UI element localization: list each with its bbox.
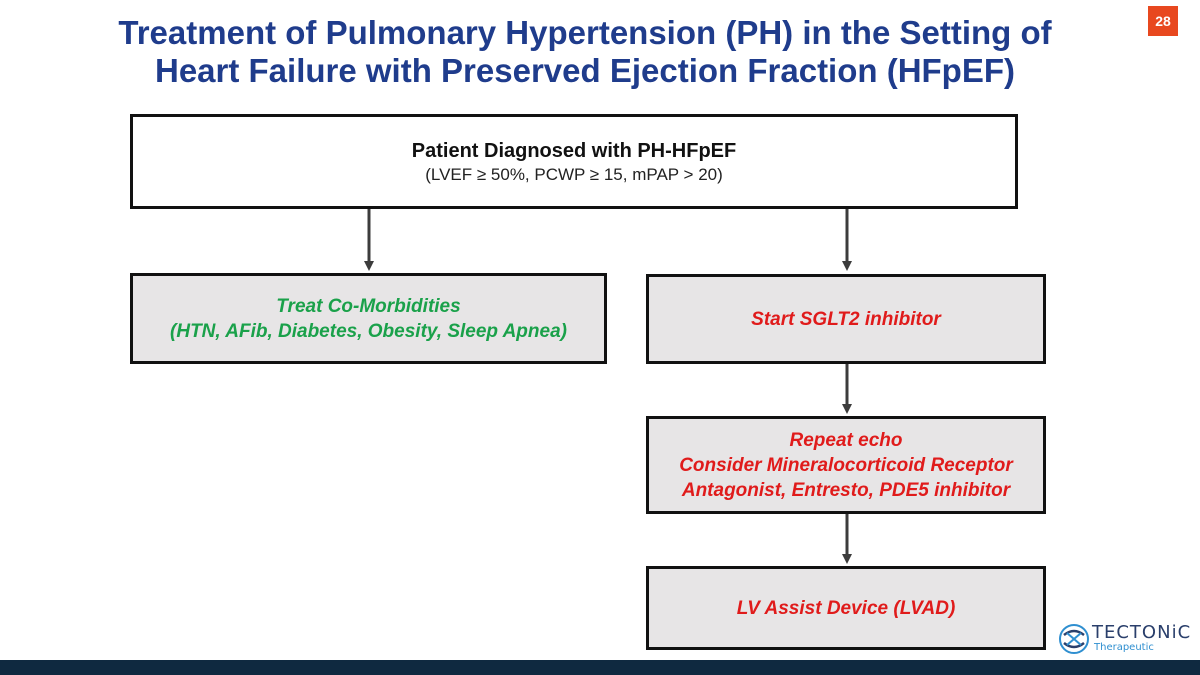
echo-line-2: Consider Mineralocorticoid Receptor [679,454,1013,476]
sglt2-text: Start SGLT2 inhibitor [751,308,941,330]
logo-emblem-icon [1059,624,1089,654]
node-repeat-echo: Repeat echo Consider Mineralocorticoid R… [646,416,1046,514]
slide-title-line-2: Heart Failure with Preserved Ejection Fr… [154,52,1015,89]
diagnosis-heading: Patient Diagnosed with PH-HFpEF [411,139,737,162]
comorbidities-line-1: Treat Co-Morbidities [276,295,461,317]
node-diagnosis: Patient Diagnosed with PH-HFpEF (LVEF ≥ … [130,114,1018,209]
echo-line-3: Antagonist, Entresto, PDE5 inhibitor [681,479,1011,501]
node-lvad: LV Assist Device (LVAD) [646,566,1046,650]
logo-subtitle: Therapeutic [1094,642,1154,653]
page-number-badge: 28 [1148,6,1178,36]
slide-title: Treatment of Pulmonary Hypertension (PH)… [40,14,1130,90]
diagnosis-criteria: (LVEF ≥ 50%, PCWP ≥ 15, mPAP > 20) [425,164,723,184]
logo-name: TECTONiC [1092,622,1192,643]
footer-bar [0,660,1200,675]
slide-title-line-1: Treatment of Pulmonary Hypertension (PH)… [118,14,1052,51]
comorbidities-line-2: (HTN, AFib, Diabetes, Obesity, Sleep Apn… [170,320,567,342]
node-treat-comorbidities: Treat Co-Morbidities (HTN, AFib, Diabete… [130,273,607,364]
company-logo: TECTONiC Therapeutic [1058,620,1198,658]
node-start-sglt2: Start SGLT2 inhibitor [646,274,1046,364]
lvad-text: LV Assist Device (LVAD) [736,597,956,619]
echo-line-1: Repeat echo [789,429,903,451]
